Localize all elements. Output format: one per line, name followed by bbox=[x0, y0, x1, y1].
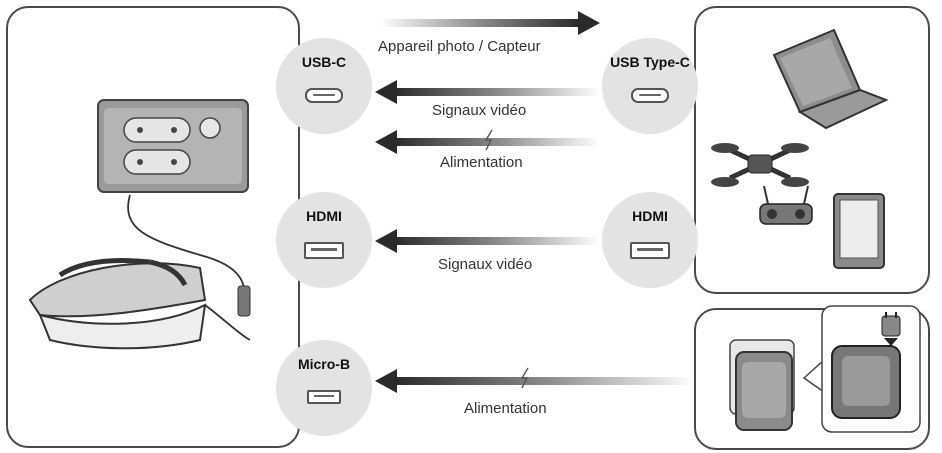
label-camera-sensor: Appareil photo / Capteur bbox=[378, 38, 541, 55]
port-usbc: USB-C bbox=[276, 38, 372, 134]
controller-box-icon bbox=[97, 99, 251, 317]
port-hdmi-left-label: HDMI bbox=[306, 208, 342, 224]
microb-socket-icon bbox=[307, 390, 341, 404]
plug-icon bbox=[802, 305, 921, 433]
arrow-power-usb bbox=[375, 130, 600, 154]
hdmi-socket-icon bbox=[304, 242, 344, 259]
arrow-video-hdmi bbox=[375, 229, 600, 253]
lightning-icon bbox=[520, 367, 529, 389]
laptop-icon bbox=[772, 28, 889, 130]
lightning-icon bbox=[484, 129, 493, 151]
port-hdmi-right-label: HDMI bbox=[632, 208, 668, 224]
usbc-socket-icon bbox=[305, 88, 343, 103]
usbc-socket-icon bbox=[631, 88, 669, 103]
arrow-video-usb bbox=[375, 80, 600, 104]
drone-icon bbox=[711, 143, 809, 187]
arrow-power-microb bbox=[375, 369, 695, 393]
power-adapter-icon bbox=[729, 339, 795, 431]
label-video-signals-hdmi: Signaux vidéo bbox=[438, 256, 533, 273]
headset-panel bbox=[6, 6, 300, 448]
port-microb-label: Micro-B bbox=[297, 356, 351, 372]
port-hdmi-left: HDMI bbox=[276, 192, 372, 288]
smart-glasses-icon bbox=[28, 258, 251, 350]
port-usb-type-c: USB Type-C bbox=[602, 38, 698, 134]
arrow-camera-sensor bbox=[380, 11, 600, 35]
remote-controller-icon bbox=[759, 185, 813, 225]
tablet-icon bbox=[833, 193, 885, 269]
port-usbc-label: USB-C bbox=[301, 54, 347, 70]
label-power-usb: Alimentation bbox=[440, 154, 523, 171]
label-power-microb: Alimentation bbox=[464, 400, 547, 417]
label-video-signals-usb: Signaux vidéo bbox=[432, 102, 527, 119]
hdmi-socket-icon bbox=[630, 242, 670, 259]
port-usb-type-c-label: USB Type-C bbox=[610, 54, 690, 70]
port-microb: Micro-B bbox=[276, 340, 372, 436]
port-hdmi-right: HDMI bbox=[602, 192, 698, 288]
